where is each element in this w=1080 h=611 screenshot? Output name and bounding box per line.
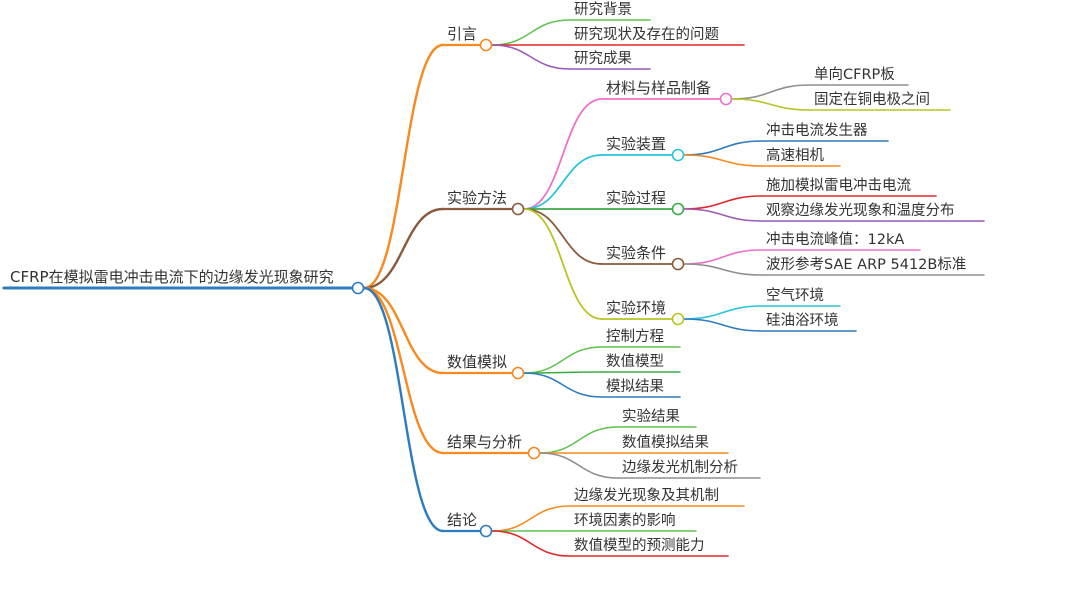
sub-branch-toggle-circle[interactable] — [671, 312, 685, 326]
leaf-label: 研究背景 — [574, 1, 632, 18]
leaf-label: 模拟结果 — [606, 378, 664, 395]
leaf-label: 数值模型的预测能力 — [574, 537, 705, 554]
sub-branch-toggle-circle[interactable] — [671, 257, 685, 271]
leaf-connector — [683, 318, 763, 332]
leaf-label: 边缘发光机制分析 — [622, 459, 738, 476]
leaf-connector — [491, 19, 571, 46]
sub-branch-label: 实验过程 — [606, 189, 666, 207]
leaf-connector — [539, 426, 619, 454]
sub-branch-toggle-circle[interactable] — [671, 148, 685, 162]
leaf-label: 单向CFRP板 — [814, 65, 895, 83]
sub-branch-connector — [523, 154, 603, 210]
root-toggle-circle[interactable] — [351, 281, 365, 295]
sub-branch-label: 实验环境 — [606, 299, 666, 317]
sub-branch-connector — [523, 208, 603, 320]
connector-lines — [362, 19, 811, 557]
leaf-label: 施加模拟雷电冲击电流 — [766, 177, 911, 194]
leaf-label: 研究成果 — [574, 50, 632, 67]
leaf-connector — [491, 505, 571, 532]
sub-branch-label: 实验装置 — [606, 135, 666, 153]
node-underlines — [2, 19, 985, 557]
leaf-connector — [731, 98, 811, 111]
branch-toggle-circle[interactable] — [479, 38, 493, 52]
leaf-label: 观察边缘发光现象和温度分布 — [766, 201, 955, 219]
leaf-label: 波形参考SAE ARP 5412B标准 — [766, 256, 966, 273]
sub-branch-toggle-circle[interactable] — [719, 92, 733, 106]
leaf-label: 实验结果 — [622, 408, 680, 425]
leaf-connector — [491, 44, 571, 70]
node-labels: CFRP在模拟雷电冲击电流下的边缘发光现象研究 引言 研究背景研究现状及存在的问题研… — [10, 1, 966, 554]
leaf-label: 空气环境 — [766, 286, 824, 304]
leaf-connector — [731, 84, 811, 100]
leaf-connector — [683, 249, 763, 265]
leaf-label: 高速相机 — [766, 147, 824, 164]
branch-label: 引言 — [447, 25, 477, 43]
leaf-connector — [491, 530, 571, 557]
leaf-connector — [539, 452, 619, 479]
leaf-connector — [683, 140, 763, 156]
sub-branch-label: 实验条件 — [606, 244, 666, 262]
leaf-label: 硅油浴环境 — [766, 311, 839, 329]
branch-toggle-circle[interactable] — [479, 524, 493, 538]
leaf-label: 冲击电流发生器 — [766, 122, 868, 139]
leaf-connector — [683, 305, 763, 320]
branch-connector — [362, 43, 445, 290]
node-connectors — [351, 38, 733, 538]
root-topic: CFRP在模拟雷电冲击电流下的边缘发光现象研究 — [10, 268, 334, 286]
branch-label: 结果与分析 — [447, 433, 522, 451]
sub-branch-connector — [523, 208, 603, 265]
branch-connector — [362, 207, 445, 290]
leaf-label: 研究现状及存在的问题 — [574, 26, 719, 43]
leaf-label: 控制方程 — [606, 328, 664, 345]
sub-branch-label: 材料与样品制备 — [606, 79, 711, 97]
branch-connector — [362, 286, 445, 455]
branch-connector — [362, 286, 445, 375]
leaf-label: 边缘发光现象及其机制 — [574, 487, 719, 504]
sub-branch-connector — [523, 98, 603, 210]
leaf-connector — [683, 263, 763, 276]
branch-connector — [362, 286, 445, 533]
branch-toggle-circle[interactable] — [511, 366, 525, 380]
leaf-label: 环境因素的影响 — [574, 511, 676, 529]
leaf-label: 数值模型 — [606, 353, 664, 370]
branch-toggle-circle[interactable] — [527, 446, 541, 460]
leaf-connector — [683, 208, 763, 222]
branch-label: 结论 — [447, 511, 477, 529]
leaf-label: 冲击电流峰值：12kA — [766, 231, 904, 248]
leaf-connector — [523, 372, 603, 398]
branch-label: 数值模拟 — [447, 353, 507, 371]
leaf-label: 固定在铜电极之间 — [814, 91, 930, 108]
leaf-connector — [683, 154, 763, 167]
leaf-connector — [523, 346, 603, 374]
leaf-connector — [683, 195, 763, 210]
branch-label: 实验方法 — [447, 189, 507, 207]
leaf-label: 数值模拟结果 — [622, 434, 709, 451]
branch-toggle-circle[interactable] — [511, 202, 525, 216]
sub-branch-toggle-circle[interactable] — [671, 202, 685, 216]
